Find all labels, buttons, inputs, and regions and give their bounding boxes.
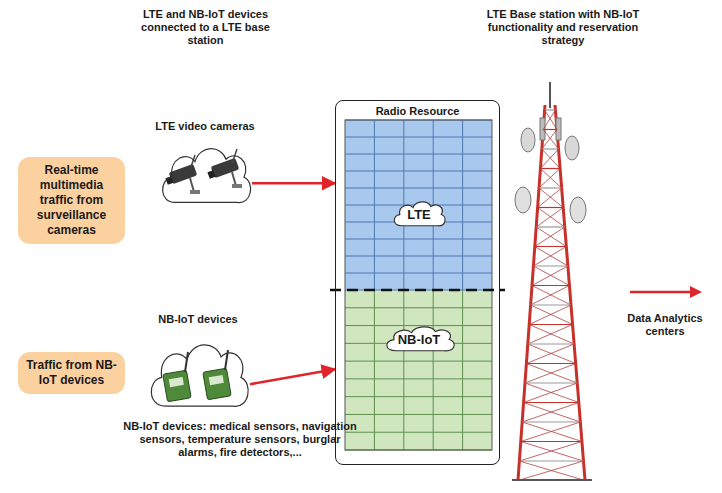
cloud-outline (155, 140, 255, 212)
group-heading: LTE video cameras (125, 120, 285, 133)
group-heading: NB-IoT devices (113, 313, 283, 326)
cloud-label-box: NB-IoT (381, 323, 458, 355)
node-text: LTE (390, 198, 448, 230)
cloud-outline (143, 335, 253, 417)
flow-arrow (252, 182, 335, 185)
nbiot-resource-grid (345, 290, 492, 450)
cloud-label-box: LTE (390, 198, 448, 230)
annotation-text: LTE and NB-IoT devices connected to a LT… (138, 8, 273, 47)
output-arrow (630, 291, 694, 294)
node-text: NB-IoT (381, 323, 458, 355)
annotation-text: LTE Base station with NB-IoT functionali… (468, 8, 658, 47)
lte-resource-grid (345, 120, 492, 290)
camera-cloud: LTE video cameras (155, 140, 255, 212)
node-text: Traffic from NB-IoT devices (23, 358, 120, 388)
flow-arrow (250, 369, 335, 384)
node-text: Real-time multimedia traffic from survei… (23, 163, 120, 238)
annotation-text: Data Analytics centers (616, 312, 714, 338)
traffic-box: Traffic from NB-IoT devices (18, 352, 125, 394)
output-arrowhead (690, 286, 702, 298)
dashed-separator (330, 289, 505, 292)
video-camera (207, 149, 242, 188)
radio-resource-box: Radio ResourceLTE NB-IoT (335, 100, 500, 465)
box-heading: Radio Resource (348, 104, 487, 118)
annotation-text: NB-IoT devices: medical sensors, navigat… (122, 420, 358, 459)
traffic-box: Real-time multimedia traffic from survei… (18, 157, 125, 244)
device-cloud: NB-IoT devices (143, 335, 253, 417)
base-station-tower (512, 82, 592, 481)
grid-lines (345, 120, 492, 450)
sensor-device (203, 350, 231, 400)
radio-frame-ground (335, 100, 500, 465)
